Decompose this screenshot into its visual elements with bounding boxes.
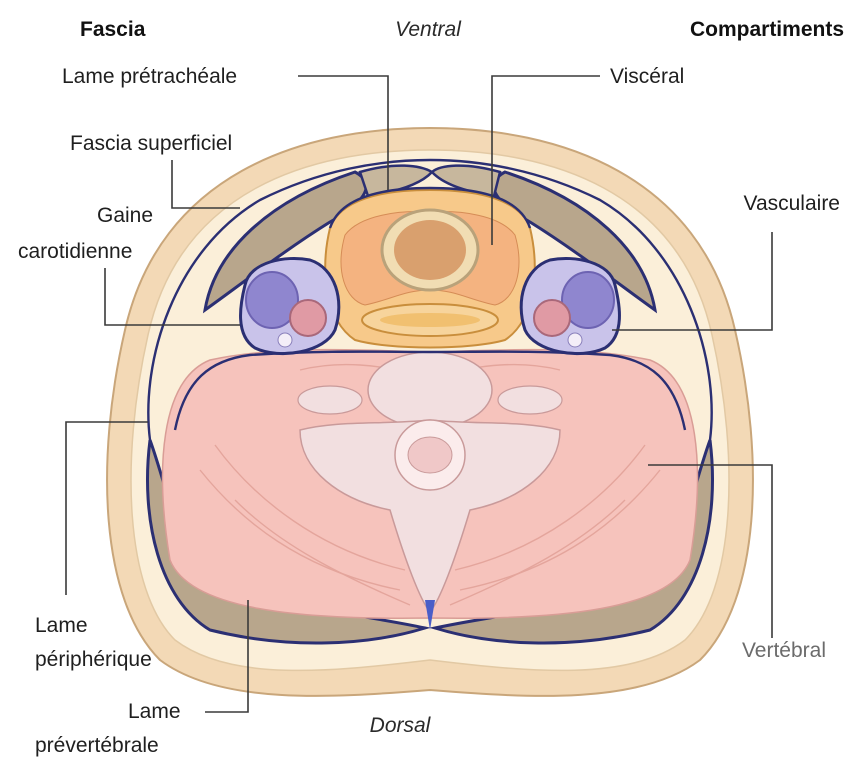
label-vertebral: Vertébral: [742, 639, 826, 662]
vagus-nerve-right: [568, 333, 582, 347]
carotid-artery-left: [290, 300, 326, 336]
label-carotid-sheath-line2: carotidienne: [18, 240, 132, 263]
vagus-nerve-left: [278, 333, 292, 347]
carotid-artery-right: [534, 300, 570, 336]
transverse-process-left: [298, 386, 362, 414]
label-pretracheal-fascia: Lame prétrachéale: [62, 65, 237, 88]
visceral-compartment: [325, 190, 534, 348]
label-prevertebral-line1: Lame: [128, 700, 181, 723]
label-carotid-sheath-line1: Gaine: [97, 204, 153, 227]
label-vascular: Vasculaire: [744, 192, 841, 215]
carotid-sheath-right: [521, 258, 619, 353]
label-visceral: Viscéral: [610, 65, 684, 88]
label-peripheral-line2: périphérique: [35, 648, 152, 671]
esophagus-lumen: [380, 313, 480, 327]
spinal-cord: [408, 437, 452, 473]
footer-dorsal: Dorsal: [370, 714, 432, 737]
header-ventral: Ventral: [395, 18, 462, 41]
trachea-lumen: [394, 220, 466, 280]
transverse-process-right: [498, 386, 562, 414]
vertebral-body: [368, 352, 492, 428]
header-fascia: Fascia: [80, 18, 146, 41]
carotid-sheath-left: [241, 258, 339, 353]
label-peripheral-line1: Lame: [35, 614, 88, 637]
label-superficial-fascia: Fascia superficiel: [70, 132, 232, 155]
header-compartments: Compartiments: [690, 18, 844, 41]
neck-anatomy: [107, 128, 753, 696]
label-prevertebral-line2: prévertébrale: [35, 734, 159, 757]
